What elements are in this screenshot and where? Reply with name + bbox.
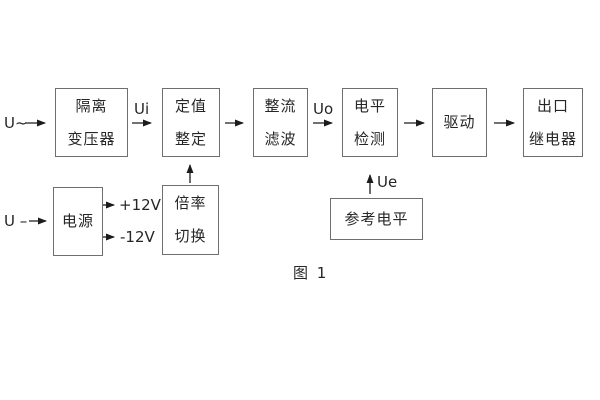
block-text: 倍率 xyxy=(174,194,207,212)
block-level-detect: 电平 检测 xyxy=(342,88,398,157)
block-isolation-transformer: 隔离 变压器 xyxy=(55,88,128,157)
label-dc-input: U – xyxy=(4,212,28,230)
block-rectifier-filter: 整流 滤波 xyxy=(253,88,308,157)
figure-caption: 图 1 xyxy=(293,264,329,282)
label-plus12v: +12V xyxy=(119,196,161,214)
block-text: 定值 xyxy=(174,96,207,115)
block-drive: 驱动 xyxy=(432,88,487,157)
block-text: 切换 xyxy=(174,227,207,245)
label-uo: Uo xyxy=(313,100,334,118)
block-power-supply: 电源 xyxy=(53,187,103,256)
label-ui: Ui xyxy=(134,100,150,118)
block-output-relay: 出口 继电器 xyxy=(523,88,583,157)
block-ratio-switch: 倍率 切换 xyxy=(162,185,219,255)
block-text: 参考电平 xyxy=(344,209,409,228)
block-reference-level: 参考电平 xyxy=(330,198,423,240)
block-text: 整流 xyxy=(264,96,297,115)
block-text: 隔离 xyxy=(75,96,108,115)
label-ue: Ue xyxy=(377,173,398,191)
label-minus12v: -12V xyxy=(120,228,155,246)
block-text: 继电器 xyxy=(528,129,577,148)
block-text: 整定 xyxy=(174,129,207,148)
block-text: 出口 xyxy=(536,96,569,115)
block-text: 驱动 xyxy=(443,113,476,131)
block-setting-adjust: 定值 整定 xyxy=(162,88,220,157)
block-text: 检测 xyxy=(353,129,386,148)
block-text: 变压器 xyxy=(67,129,116,148)
label-ac-input: U~ xyxy=(4,114,28,132)
block-text: 滤波 xyxy=(264,129,297,148)
block-text: 电源 xyxy=(61,212,94,230)
block-text: 电平 xyxy=(353,96,386,115)
